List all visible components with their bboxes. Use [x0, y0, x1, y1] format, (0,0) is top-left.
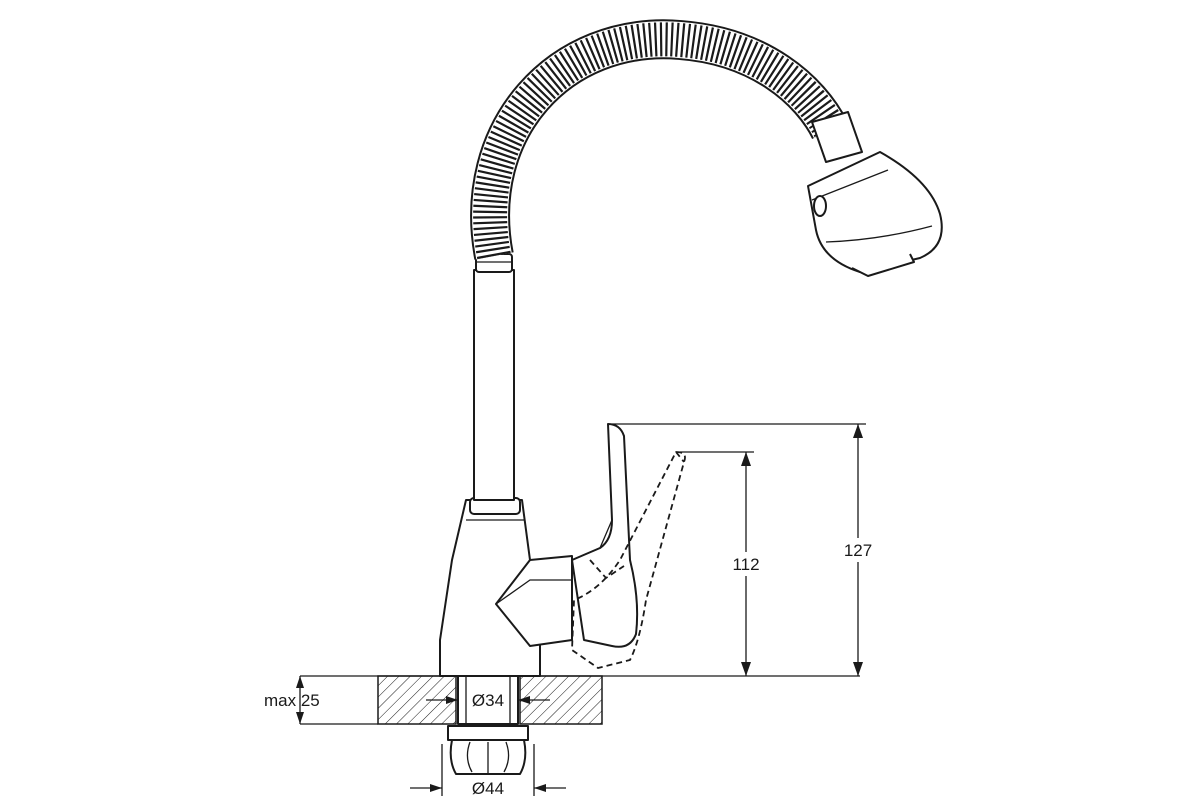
- height-112-label: 112: [732, 555, 759, 574]
- dimension-diameter-34: Ø34: [426, 691, 550, 710]
- faucet-body: [439, 497, 573, 677]
- diameter-34-label: Ø34: [472, 691, 504, 710]
- spout-tube: [473, 253, 515, 501]
- spray-head: [807, 111, 943, 277]
- dimension-112: 112: [724, 452, 768, 676]
- extension-lines: [612, 423, 866, 453]
- dimension-max-25: max 25: [264, 676, 320, 724]
- countertop-section: [300, 675, 860, 725]
- dimension-127: 127: [836, 424, 880, 676]
- flexible-hose: [470, 19, 848, 260]
- height-127-label: 127: [844, 541, 872, 560]
- dimension-diameter-44: Ø44: [410, 744, 566, 798]
- diameter-44-label: Ø44: [472, 779, 504, 798]
- max-depth-label: max 25: [264, 691, 320, 710]
- lever-handle: [571, 423, 639, 648]
- lever-handle-open-position: [571, 451, 686, 669]
